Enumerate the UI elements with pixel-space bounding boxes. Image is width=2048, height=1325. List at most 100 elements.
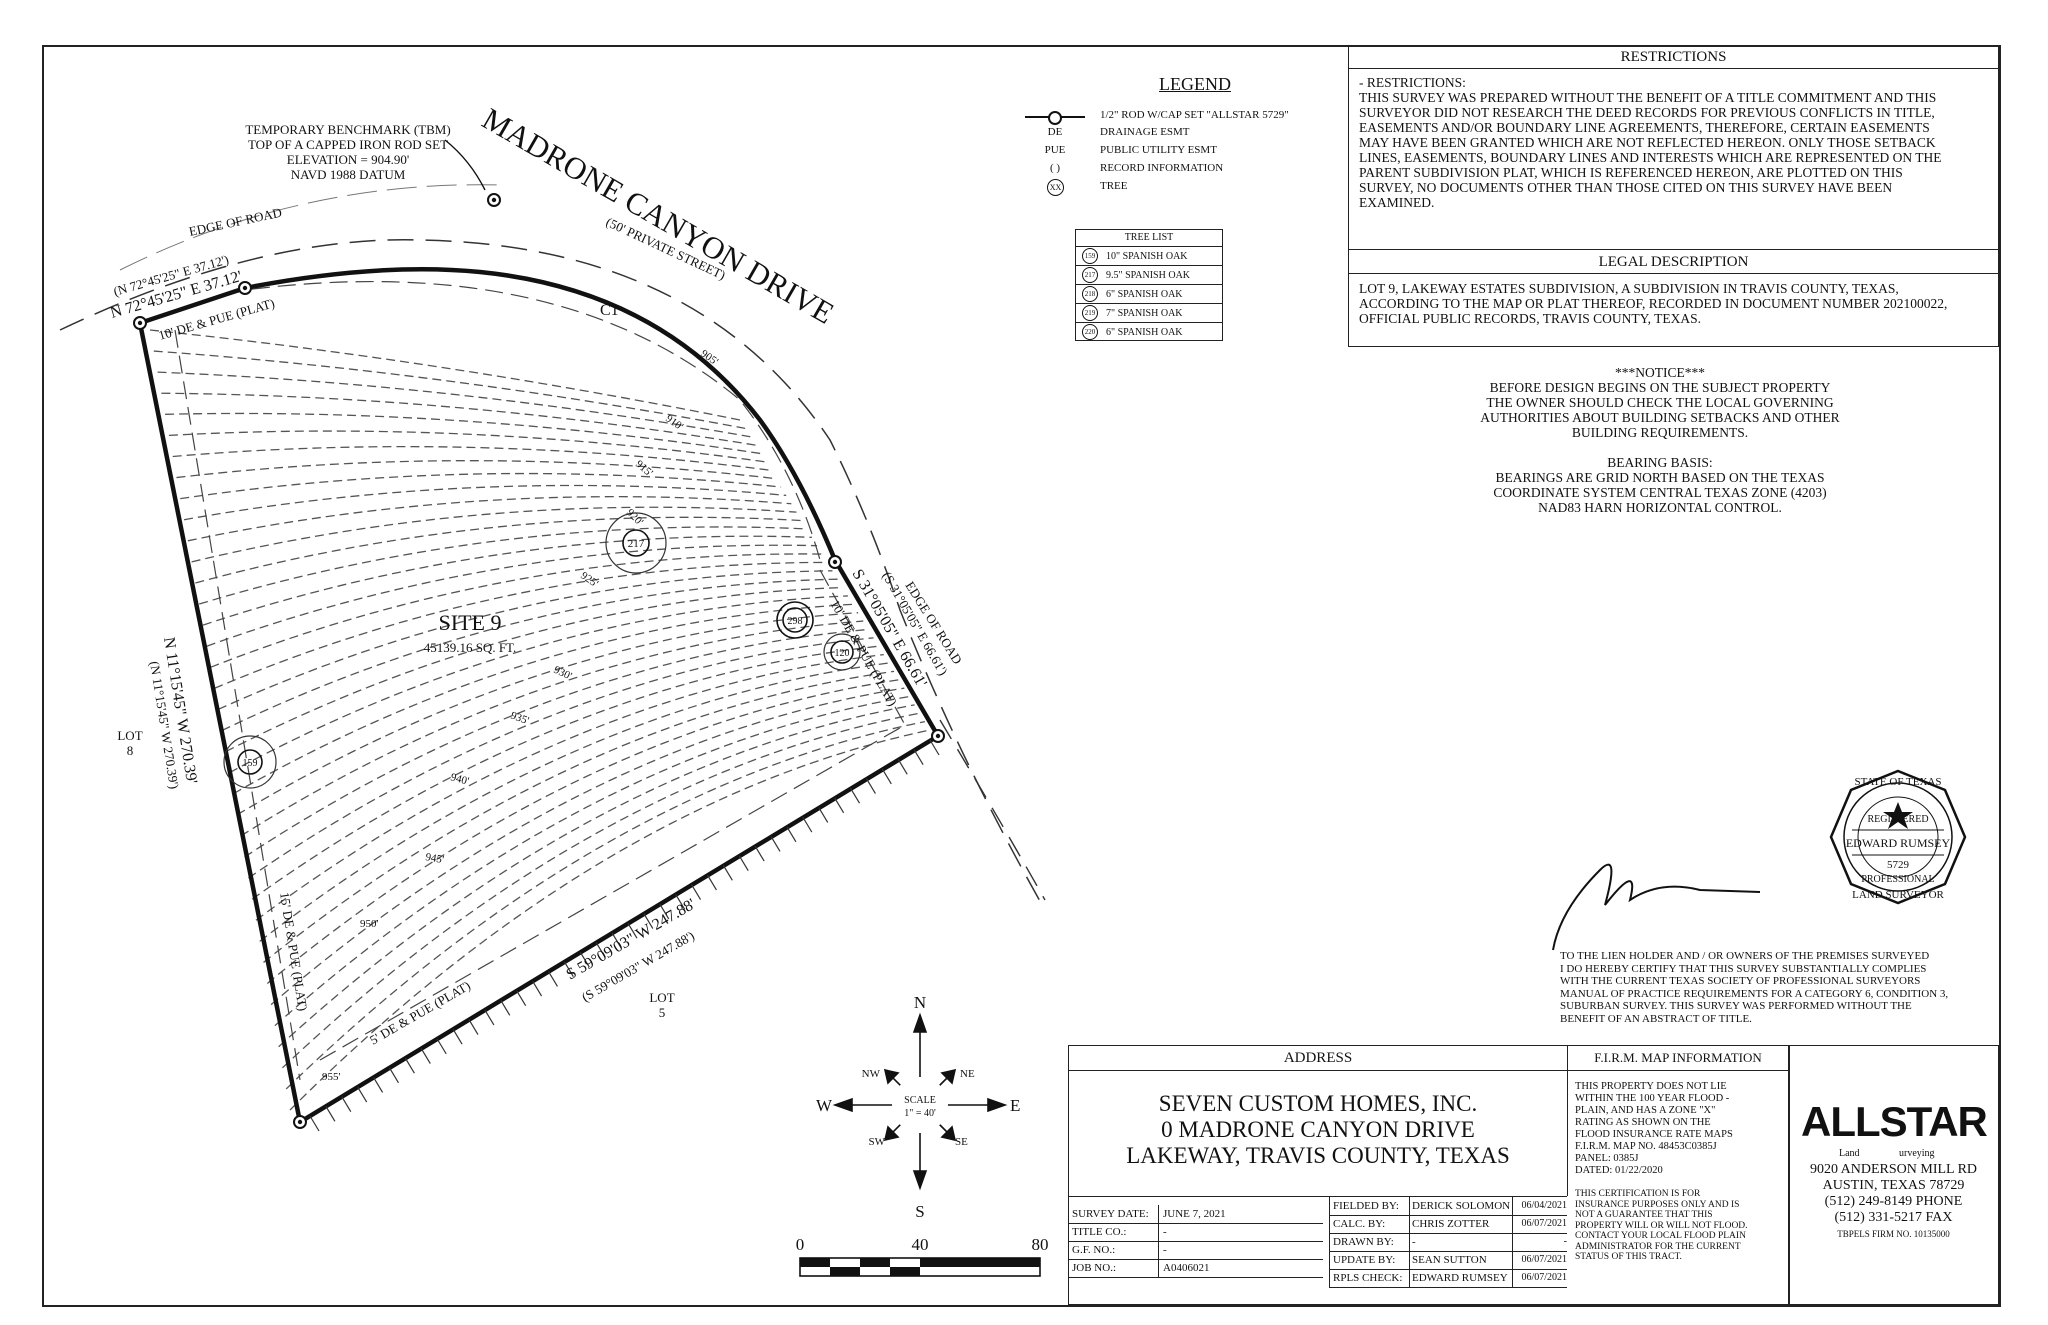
contour-line — [289, 729, 931, 1111]
contour-label-910: 910' — [663, 413, 685, 433]
tree-id-icon: 159 — [1082, 248, 1098, 264]
easement-east — [819, 569, 906, 726]
tree-list-row: 218 6" SPANISH OAK — [1076, 285, 1222, 304]
legend-item-de: DE DRAINAGE ESMT — [1025, 126, 1355, 144]
crew-date: 06/07/2021 — [1513, 1215, 1567, 1234]
lot-west-label: LOT — [117, 728, 142, 743]
contour-line — [161, 392, 756, 446]
boundary-tick — [770, 836, 781, 852]
contour-line — [180, 472, 782, 500]
svg-text:120: 120 — [835, 648, 850, 659]
text-line: DATED: 01/22/2020 — [1575, 1165, 1663, 1176]
contour-line — [195, 516, 802, 584]
street-name: MADRONE CANYON DRIVE — [477, 101, 841, 331]
boundary-tick — [579, 951, 590, 968]
seal-land-surveyor: LAND SURVEYOR — [1852, 889, 1944, 901]
road-centerline — [119, 184, 501, 271]
text-line: SUBURBAN SURVEY. THIS SURVEY WAS PERFORM… — [1560, 1000, 1912, 1012]
crew-label: UPDATE BY: — [1329, 1251, 1410, 1270]
tree-desc: 9.5" SPANISH OAK — [1106, 269, 1191, 281]
legend-item-symbol: ( ) — [1049, 162, 1061, 174]
compass-ne: NE — [960, 1068, 975, 1080]
legend-items: 1/2" ROD W/CAP SET "ALLSTAR 5729" DE DRA… — [1025, 108, 1355, 198]
tree-298: 298 — [776, 601, 814, 639]
boundary-tick — [754, 845, 765, 862]
rod-symbol-icon — [1048, 111, 1062, 125]
easement-top — [151, 280, 821, 561]
survey-info-value: - — [1159, 1223, 1323, 1242]
boundary-tick — [373, 1077, 384, 1093]
survey-info-label: SURVEY DATE: — [1069, 1205, 1159, 1224]
company-phone: (512) 249-8149 PHONE — [1824, 1194, 1963, 1209]
boundary-tick — [929, 739, 940, 756]
company-logo-sub-left: Land — [1839, 1148, 1860, 1159]
contour-line — [165, 412, 761, 455]
boundary-tick — [691, 884, 702, 900]
text-line: COORDINATE SYSTEM CENTRAL TEXAS ZONE (42… — [1493, 485, 1827, 500]
seal-name: EDWARD RUMSEY — [1846, 836, 1951, 850]
contour-line — [255, 653, 884, 921]
text-line: OFFICIAL PUBLIC RECORDS, TRAVIS COUNTY, … — [1359, 311, 1702, 326]
company-block: ALLSTAR Land urveying 9020 ANDERSON MILL… — [1788, 1045, 1999, 1305]
corner-pin-sw — [293, 1115, 307, 1129]
contour-line — [183, 484, 787, 521]
restrictions-body: - RESTRICTIONS: THIS SURVEY WAS PREPARED… — [1349, 69, 1998, 210]
boundary-tick — [738, 855, 749, 872]
corner-pin-e — [828, 555, 842, 569]
contour-label-920: 920' — [624, 507, 646, 529]
easement-south — [319, 724, 906, 1061]
boundary-tick — [547, 971, 558, 987]
boundary-tick — [484, 1009, 495, 1026]
contour-line — [153, 350, 746, 430]
contour-line — [278, 704, 915, 1048]
legal-text: LOT 9, LAKEWAY ESTATES SUBDIVISION, A SU… — [1359, 281, 1989, 326]
text-line: NOT A GUARANTEE THAT THIS — [1575, 1210, 1713, 1220]
scale-label-0: 0 — [796, 1235, 805, 1254]
text-line: CONTACT YOUR LOCAL FLOOD PLAIN — [1575, 1231, 1746, 1241]
tree-symbol-icon: XX — [1047, 179, 1064, 196]
compass-nw: NW — [862, 1068, 881, 1080]
contour-line — [244, 628, 869, 858]
restrictions-text: THIS SURVEY WAS PREPARED WITHOUT THE BEN… — [1359, 90, 1988, 210]
tree-id-icon: 218 — [1082, 286, 1098, 302]
compass-s: S — [915, 1202, 924, 1221]
contour-line — [240, 620, 864, 837]
crew-label: FIELDED BY: — [1329, 1197, 1410, 1216]
text-line: NAD83 HARN HORIZONTAL CONTROL. — [1538, 500, 1782, 515]
contour-line — [157, 371, 751, 438]
boundary-tick — [849, 787, 861, 804]
edge-of-road-label-top: EDGE OF ROAD — [188, 205, 284, 239]
tree-desc: 6" SPANISH OAK — [1106, 288, 1183, 300]
boundary-tick — [532, 980, 543, 997]
notice-block: ***NOTICE***BEFORE DESIGN BEGINS ON THE … — [1400, 365, 1920, 515]
boundary-tick — [706, 874, 717, 891]
contour-label-915: 915' — [633, 458, 655, 479]
text-line: WITH THE CURRENT TEXAS SOCIETY OF PROFES… — [1560, 975, 1921, 987]
boundary-tick — [913, 749, 924, 765]
contour-label-950: 950' — [360, 918, 379, 930]
boundary-tick — [341, 1096, 352, 1113]
survey-info-value: - — [1159, 1241, 1323, 1260]
contour-line — [191, 506, 797, 563]
boundary-tick — [468, 1019, 479, 1035]
boundary-tick — [897, 758, 908, 775]
text-line: BEFORE DESIGN BEGINS ON THE SUBJECT PROP… — [1489, 380, 1831, 395]
company-logo: ALLSTAR — [1801, 1098, 1988, 1145]
legend-title: LEGEND — [1159, 74, 1231, 94]
text-line: BEARING BASIS: — [1607, 455, 1713, 470]
company-contact: 9020 ANDERSON MILL RD AUSTIN, TEXAS 7872… — [1789, 1162, 1998, 1242]
tree-desc: 10" SPANISH OAK — [1106, 250, 1188, 262]
text-line: WITHIN THE 100 YEAR FLOOD - — [1575, 1093, 1730, 1104]
contour-line — [168, 430, 766, 463]
legend-item-text: TREE — [1100, 180, 1128, 192]
scale-label-80: 80 — [1032, 1235, 1049, 1254]
text-line: LINES, EASEMENTS, BOUNDARY LINES AND INT… — [1359, 150, 1942, 165]
crew-label: RPLS CHECK: — [1329, 1269, 1410, 1288]
tree-list-title: TREE LIST — [1076, 230, 1222, 247]
contour-line — [266, 679, 900, 985]
site-area: 45139.16 SQ. FT. — [424, 640, 517, 655]
